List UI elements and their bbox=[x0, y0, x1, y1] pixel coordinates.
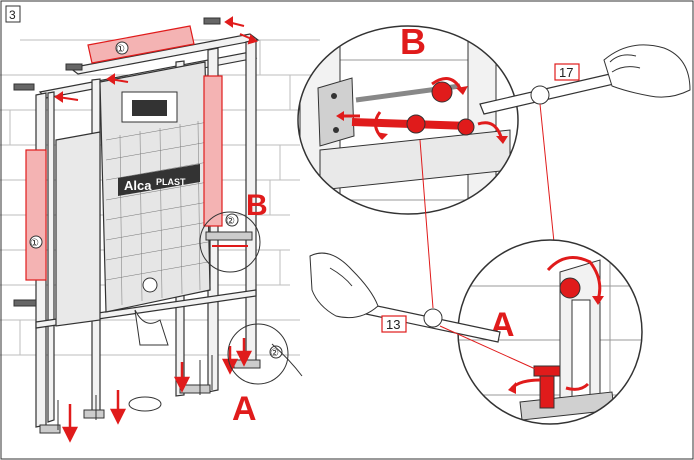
step-number-box: 3 bbox=[5, 5, 21, 23]
callout-circle-b-small: ② bbox=[199, 211, 261, 273]
down-arrow-icon bbox=[61, 338, 253, 443]
rotation-arrow-heads bbox=[336, 86, 508, 144]
hand-icon-lower bbox=[309, 252, 379, 319]
hand-icon bbox=[603, 44, 691, 98]
leader-line-13-a bbox=[439, 325, 543, 373]
circled-1-left: ① bbox=[30, 238, 39, 249]
drain-marker bbox=[128, 396, 162, 412]
wall-bracket-top bbox=[13, 17, 221, 307]
spirit-level-right bbox=[203, 75, 223, 227]
callout-circle-a-small: ② bbox=[227, 323, 303, 385]
spirit-level-left: ① bbox=[25, 149, 47, 281]
brand-part1: Alca bbox=[124, 178, 152, 193]
brand-plate bbox=[118, 164, 200, 196]
detail-b-view bbox=[297, 25, 519, 215]
callout-a-main: A bbox=[232, 390, 257, 428]
frame-feet bbox=[39, 355, 261, 434]
cistern-tank: Alca PLAST bbox=[99, 61, 211, 346]
open-end-wrench-icon: 17 bbox=[479, 63, 615, 115]
circled-2-a: ② bbox=[270, 348, 279, 359]
leader-line-17 bbox=[539, 103, 557, 263]
circled-1-top: ① bbox=[116, 44, 125, 55]
leader-line-13 bbox=[419, 139, 434, 309]
wrench-size-13-box bbox=[381, 315, 407, 333]
wrench-size-17: 17 bbox=[559, 65, 573, 80]
circled-2-b: ② bbox=[226, 216, 235, 227]
spirit-level-icon: ① bbox=[87, 25, 195, 64]
tank-texture bbox=[105, 120, 209, 306]
brand-part2: PLAST bbox=[156, 177, 186, 187]
flush-valve bbox=[132, 100, 167, 116]
rotation-arrow-heads-a bbox=[508, 296, 604, 394]
wrench-size-13: 13 bbox=[386, 317, 400, 332]
wrench-size-17-box bbox=[554, 63, 580, 81]
wrench-13: 13 bbox=[365, 303, 501, 343]
step-number: 3 bbox=[9, 8, 16, 22]
detail-b-title: B bbox=[400, 21, 426, 62]
drain-outlet bbox=[134, 309, 169, 346]
direction-arrows-top bbox=[54, 16, 258, 103]
callout-b-main: B bbox=[246, 189, 268, 222]
